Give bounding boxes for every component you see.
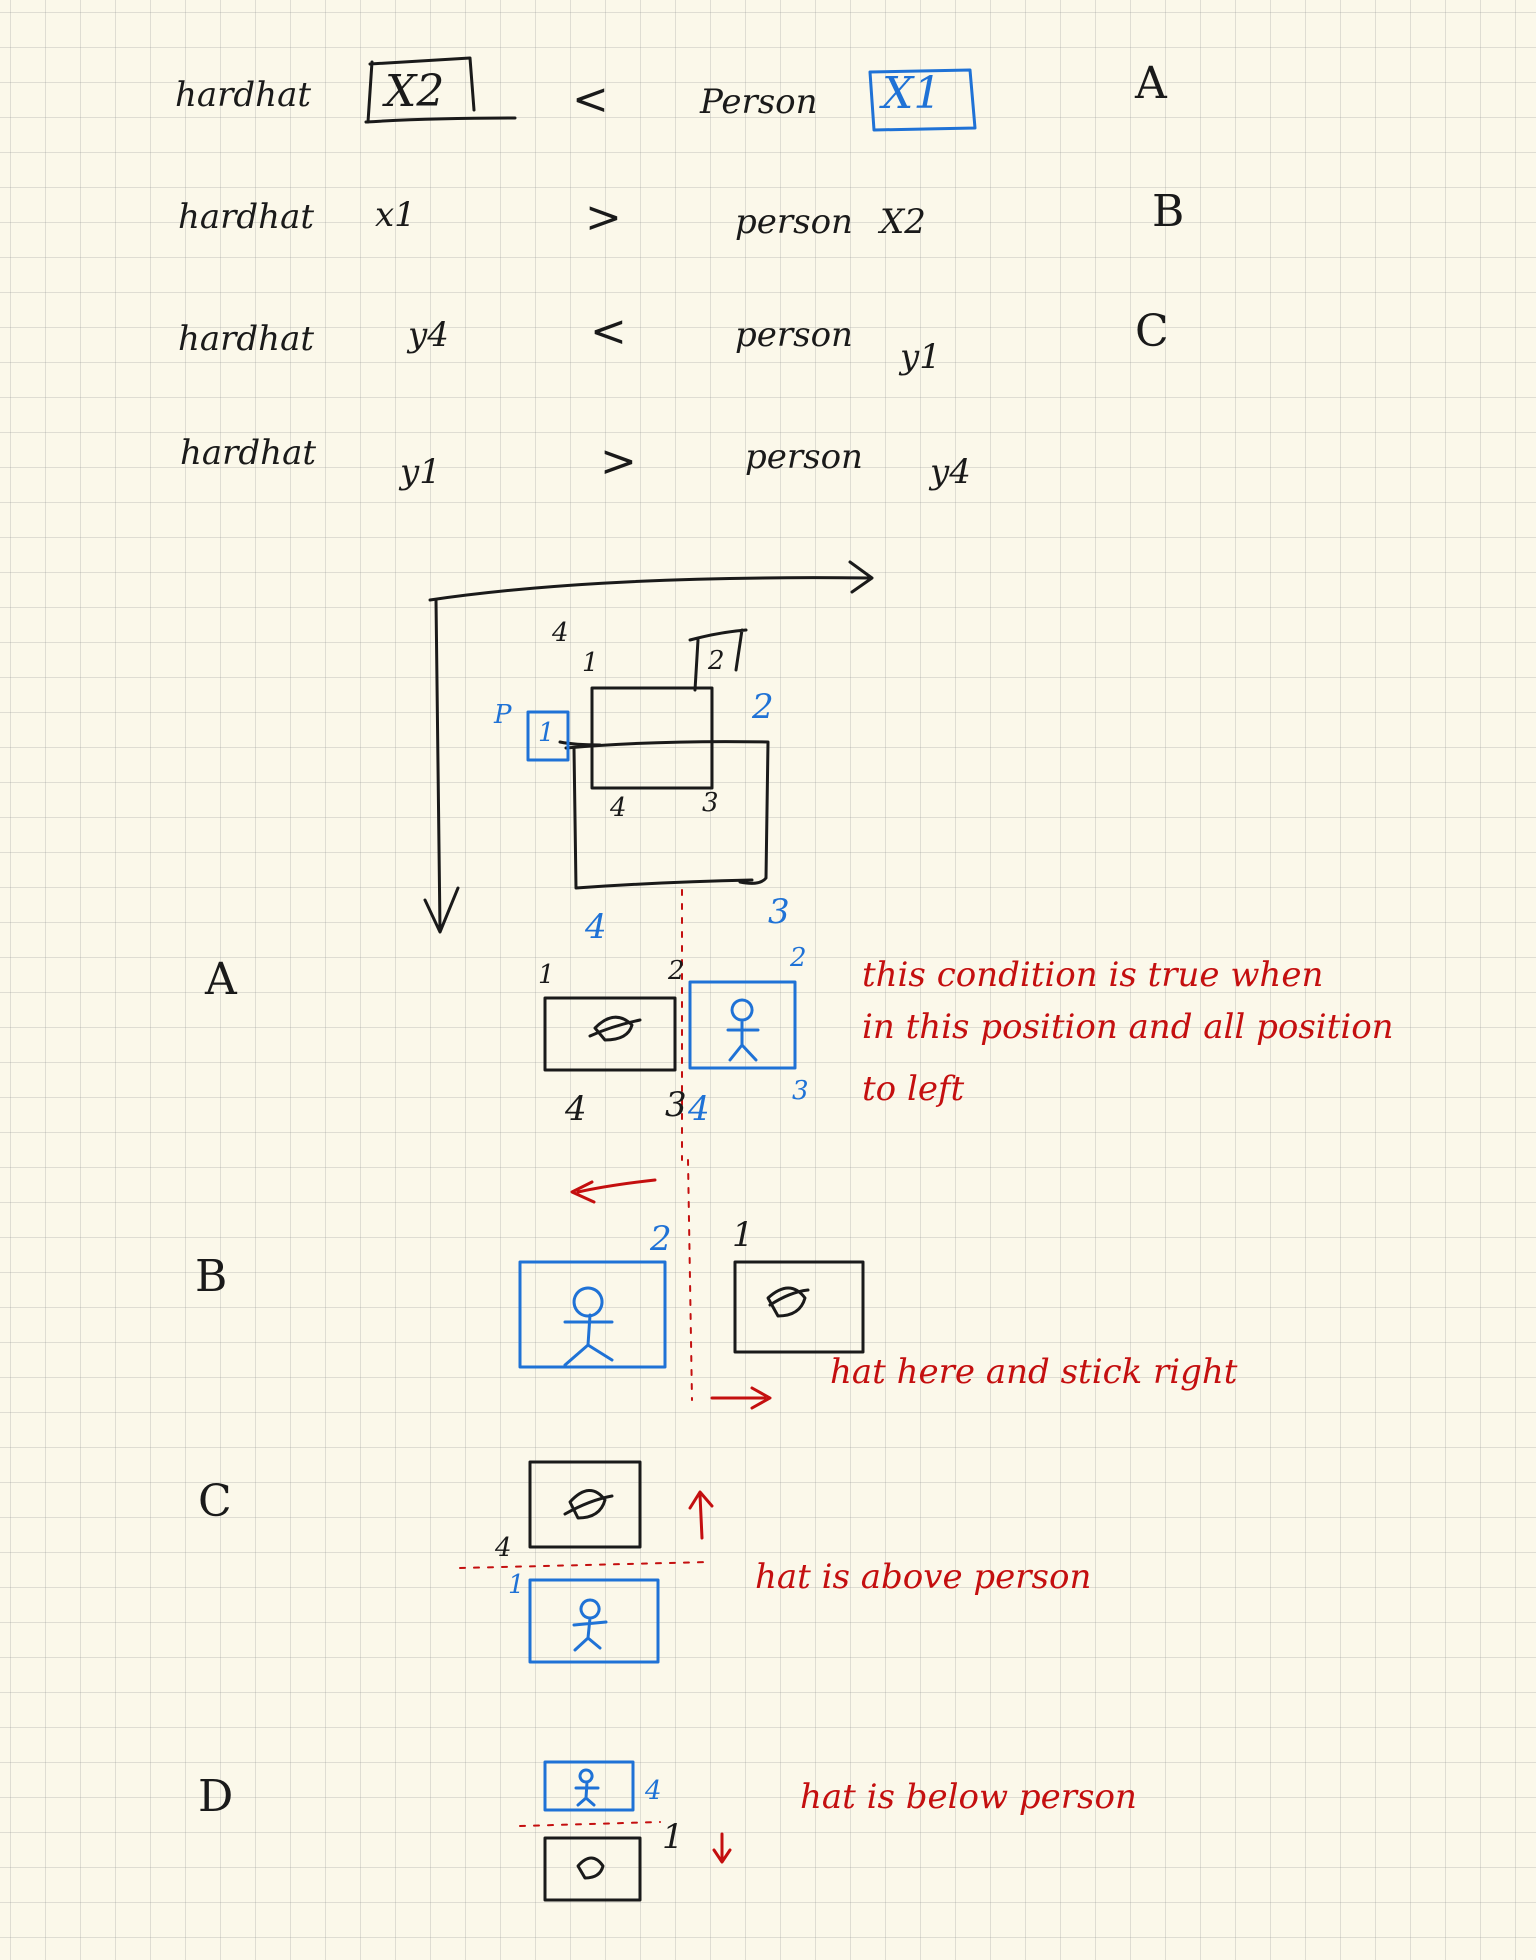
case-a-label-2: 2 [668,956,685,986]
case-c-label-4: 4 [495,1533,512,1563]
hat-box-edge [688,628,748,692]
cond-4-left-var: y1 [400,452,441,492]
case-b-label-1: 1 [732,1215,754,1255]
case-b-right-arrow [710,1386,772,1410]
y-axis [423,598,460,934]
cond-1-right-var: X1 [882,68,942,119]
case-d-hat-box [543,1836,642,1902]
case-a-label-3-blue: 3 [792,1076,809,1106]
cond-1-left-var: X2 [385,66,445,117]
case-d-label-4: 4 [645,1776,662,1806]
case-d-hat-icon [576,1856,605,1880]
hat-corner-label-4: 4 [552,618,569,648]
person-corner-label-3: 3 [768,892,790,932]
case-c-boundary [459,1561,711,1569]
case-b-label-2: 2 [650,1219,672,1259]
cond-2-right-label: person [735,202,853,242]
hat-corner-label-2: 2 [708,646,725,676]
case-c-note: hat is above person [755,1557,1092,1597]
case-b-note: hat here and stick right [830,1352,1238,1392]
case-a-stick-figure [726,998,760,1062]
case-d-boundary [519,1821,661,1827]
person-marker-box [526,710,570,762]
cond-3-operator: < [590,306,627,357]
cond-2-operator: > [585,192,622,243]
case-a-hat-box [543,996,677,1072]
cond-1-case: A [1135,58,1167,109]
case-a-left-arrow [570,1178,657,1204]
cond-4-left-label: hardhat [180,433,317,473]
cond-4-right-label: person [745,437,863,477]
case-c-up-arrow [688,1490,714,1540]
cond-3-left-var: y4 [408,315,449,355]
case-c-hat-icon [563,1489,614,1520]
case-a-note-line-3: to left [862,1069,965,1109]
case-b-stick-figure [563,1286,614,1367]
cond-3-right-label: person [735,315,853,355]
person-corner-label-4: 4 [585,907,607,947]
case-a-label-3: 3 [665,1085,687,1125]
cond-1-left-label: hardhat [175,75,312,115]
person-corner-label-2: 2 [752,687,774,727]
case-c-hat-box [528,1460,642,1549]
person-top-edge [558,740,602,747]
case-a-note-line-2: in this position and all position [862,1007,1394,1047]
case-d-stick-figure [574,1768,600,1807]
case-a-note-line-1: this condition is true when [862,955,1324,995]
x-axis [428,560,874,602]
cond-1-right-label: Person [700,82,818,122]
case-a-label-2-blue: 2 [790,943,807,973]
x2-highlight-box [364,56,517,124]
cond-2-left-label: hardhat [178,197,315,237]
case-b-hat-box [733,1260,865,1354]
cond-1-operator: < [572,74,609,125]
cond-2-left-var: x1 [375,195,416,235]
person-marker-label: P [494,700,512,730]
case-b-hat-icon [766,1286,810,1318]
cond-3-left-label: hardhat [178,319,315,359]
case-d-note: hat is below person [800,1777,1137,1817]
case-a-hat-icon [588,1015,642,1042]
cond-2-case: B [1152,186,1185,237]
hat-corner-label-1: 1 [582,648,599,678]
cond-2-right-var: X2 [880,202,926,242]
cond-3-right-var: y1 [900,337,941,377]
case-d-down-arrow [712,1832,732,1864]
case-a-letter: A [205,954,237,1005]
case-d-letter: D [198,1771,234,1822]
case-b-person-box [518,1260,667,1369]
hat-box [590,686,714,790]
case-a-person-box [688,980,797,1070]
case-c-person-box [528,1578,660,1664]
case-c-stick-figure [572,1598,608,1652]
case-a-label-4: 4 [565,1089,587,1129]
guide-line-vertical-b [687,1159,693,1401]
hat-corner-label-4b: 4 [610,793,627,823]
case-a-label-1: 1 [538,960,555,990]
case-c-letter: C [198,1476,232,1527]
case-d-person-box [543,1760,635,1812]
hat-corner-label-3: 3 [702,788,719,818]
case-c-label-1: 1 [508,1570,525,1600]
case-b-letter: B [195,1251,228,1302]
x1-highlight-box [868,68,977,132]
cond-4-operator: > [600,436,637,487]
cond-3-case: C [1135,306,1169,357]
case-a-label-4-blue: 4 [688,1089,710,1129]
person-box [564,740,770,890]
case-d-label-1: 1 [662,1817,684,1857]
person-box-label-1: 1 [538,718,555,748]
cond-4-right-var: y4 [930,452,971,492]
